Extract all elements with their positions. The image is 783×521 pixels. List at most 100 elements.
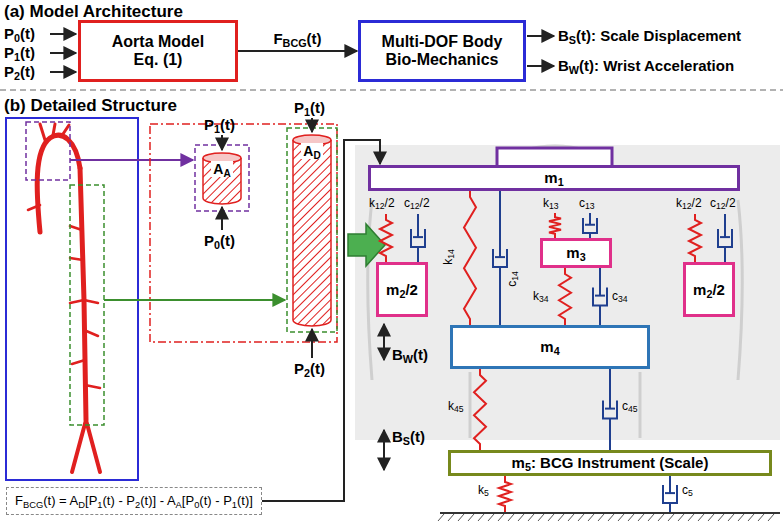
section-title: (b) Detailed Structure <box>4 96 177 116</box>
cylinder-shape <box>202 152 242 204</box>
text-run: P <box>204 232 214 249</box>
spring-label: k12/2 <box>676 197 702 211</box>
body-silhouette <box>368 146 742 438</box>
separator <box>0 89 783 91</box>
output-label: BS(t): Scale Displacement <box>558 27 741 44</box>
text-run: c <box>682 483 688 497</box>
scale-block: m5: BCG Instrument (Scale) <box>448 450 772 476</box>
block-arrow <box>348 224 385 266</box>
text-run: (t): Wrist Acceleration <box>579 57 734 74</box>
cylinder-body <box>203 158 241 204</box>
text-run: (t) <box>20 44 35 61</box>
node-text: FBCG(t) = AD[P1(t) - P2(t)] - AA[P0(t) -… <box>15 494 253 509</box>
subscript: 1 <box>232 499 237 509</box>
text-run: A <box>70 493 79 508</box>
text-run: P <box>204 116 214 133</box>
subscript: 0 <box>214 239 220 251</box>
subscript: 14 <box>446 249 456 259</box>
cylinder-shape <box>292 134 332 326</box>
subscript: 12 <box>410 201 420 211</box>
text-run: (t) <box>20 25 35 42</box>
spring-symbol <box>499 476 511 512</box>
damper-label: c12/2 <box>404 197 430 211</box>
spring-label: k12/2 <box>369 197 395 211</box>
text-run: P <box>4 63 14 80</box>
aorta-segment: AA <box>202 152 242 204</box>
node-text: m4 <box>540 338 559 355</box>
signal-label: P1(t) <box>4 44 35 61</box>
descending-segment-box <box>287 128 337 332</box>
text-run: (b) Detailed Structure <box>4 96 177 115</box>
motion-arrow <box>383 324 385 470</box>
mass-block: m4 <box>450 325 650 369</box>
descending-region <box>70 185 104 425</box>
arch-region <box>26 122 70 180</box>
text-run: k <box>543 196 549 210</box>
ground <box>440 512 780 514</box>
subscript: W <box>569 64 579 76</box>
subscript: 3 <box>580 251 586 263</box>
text-run: (t) <box>307 30 322 47</box>
text-run: P <box>185 493 194 508</box>
node-text: Multi-DOF Body Bio-Mechanics <box>375 33 510 70</box>
arch-segment-box <box>195 145 249 211</box>
process-box: Multi-DOF Body Bio-Mechanics <box>358 20 526 82</box>
subscript: 2 <box>399 288 405 300</box>
node-text: AA <box>211 161 232 177</box>
text-run: (t) <box>310 99 325 116</box>
aorta-drawing <box>28 124 100 472</box>
text-run: B <box>392 346 403 363</box>
node-text: AD <box>301 143 322 159</box>
text-run: m <box>386 281 399 298</box>
text-run: A <box>303 143 313 159</box>
text-run: (t) <box>20 63 35 80</box>
leader-line <box>104 299 285 301</box>
spring-label: k34 <box>533 290 549 304</box>
subscript: 0 <box>14 32 20 44</box>
text-run: B <box>392 428 403 445</box>
subscript: 5 <box>525 461 531 473</box>
text-run: : BCG Instrument (Scale) <box>531 454 709 471</box>
damper-symbol <box>593 268 607 325</box>
node-text: m2/2 <box>386 281 418 298</box>
damper-symbol <box>718 214 732 262</box>
subscript: 2 <box>135 499 140 509</box>
text-run: (t) <box>410 428 425 445</box>
damper-symbol <box>411 214 425 262</box>
signal-label: P0(t) <box>4 25 35 42</box>
text-run: P <box>294 99 304 116</box>
text-run: c <box>505 281 519 287</box>
damper-label: c13 <box>579 197 595 211</box>
text-run: [ <box>85 493 89 508</box>
section-title: (a) Model Architecture <box>4 2 183 22</box>
damper-symbol <box>663 476 677 512</box>
text-run: /2 <box>712 281 725 298</box>
text-run: Multi-DOF Body Bio-Mechanics <box>382 33 503 68</box>
output-label: BW(t): Wrist Acceleration <box>558 57 734 74</box>
spring-label: k5 <box>478 484 489 498</box>
text-run: (a) Model Architecture <box>4 2 183 21</box>
text-run: P <box>223 493 232 508</box>
subscript: 1 <box>304 106 310 118</box>
text-run: P <box>126 493 135 508</box>
node-text: m1 <box>544 169 563 186</box>
subscript: 1 <box>558 176 564 188</box>
body-silhouette-ground <box>355 145 780 440</box>
text-run: P <box>4 25 14 42</box>
spring-symbol <box>549 213 561 238</box>
subscript: 12 <box>375 201 385 211</box>
text-run: k <box>478 483 484 497</box>
text-run: (t) <box>220 232 235 249</box>
text-run: m <box>544 169 557 186</box>
process-box: Aorta Model Eq. (1) <box>78 20 238 82</box>
subscript: S <box>403 435 410 447</box>
node-text: m5: BCG Instrument (Scale) <box>512 454 709 471</box>
text-run: c <box>404 196 410 210</box>
damper-label: c34 <box>612 290 628 304</box>
subscript: 5 <box>688 488 693 498</box>
subscript: D <box>313 150 320 161</box>
text-run: (t) - <box>103 493 127 508</box>
text-run: (t)] <box>237 493 253 508</box>
mass-block: m1 <box>368 165 740 191</box>
node-text: m3 <box>566 244 585 261</box>
